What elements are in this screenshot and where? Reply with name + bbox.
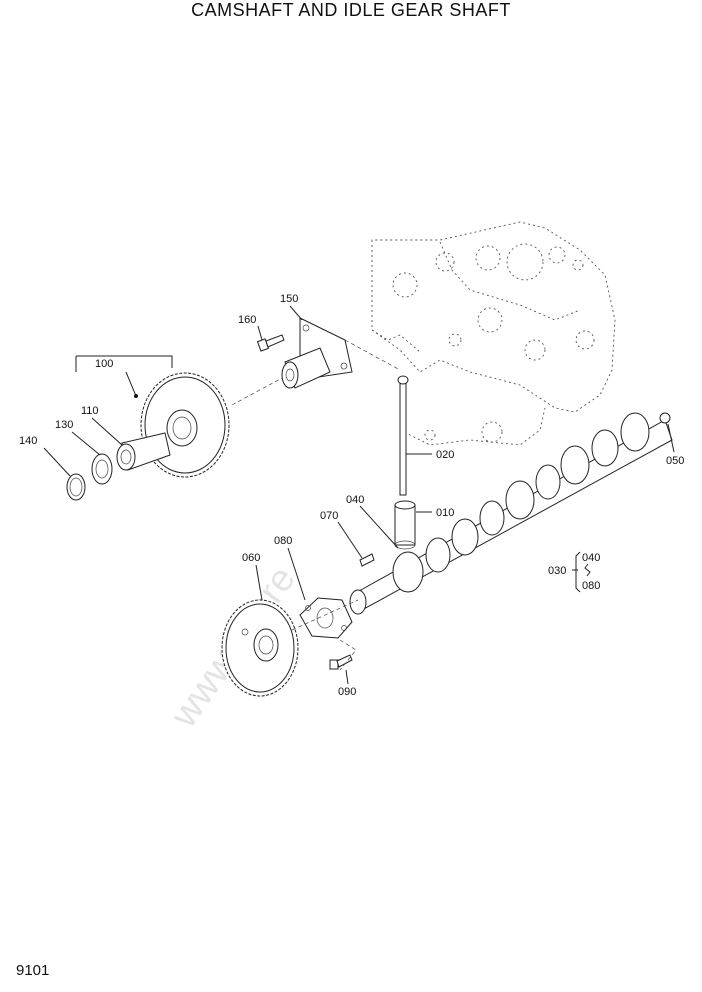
snap-ring-140 xyxy=(66,473,86,501)
page-number: 9101 xyxy=(16,962,50,979)
callout-050: 050 xyxy=(666,455,684,467)
engine-block-outline xyxy=(371,221,616,446)
callout-080: 080 xyxy=(274,535,292,547)
leader-lines xyxy=(43,305,675,685)
callout-110: 110 xyxy=(81,405,99,417)
callout-040: 040 xyxy=(346,494,364,506)
tappet-010 xyxy=(394,500,416,550)
callout-130: 130 xyxy=(55,419,73,431)
key-070 xyxy=(359,553,375,567)
callout-150: 150 xyxy=(280,293,298,305)
idle-gear-100 xyxy=(140,372,230,478)
callout-020: 020 xyxy=(436,449,454,461)
flange-shaft-150 xyxy=(281,317,353,389)
bushing-110 xyxy=(116,432,171,471)
callout-030-080: 080 xyxy=(582,580,600,592)
callout-060: 060 xyxy=(242,552,260,564)
washer-130 xyxy=(91,453,113,485)
plug-050 xyxy=(659,412,671,424)
push-rod-020 xyxy=(397,375,409,496)
callout-070: 070 xyxy=(320,510,338,522)
thrust-plate-080 xyxy=(299,597,353,639)
camshaft-030 xyxy=(349,412,673,615)
callout-030-040: 040 xyxy=(582,552,600,564)
bolt-160 xyxy=(256,334,285,352)
callout-100: 100 xyxy=(95,358,113,370)
page-title: CAMSHAFT AND IDLE GEAR SHAFT xyxy=(191,0,511,20)
cam-gear-060 xyxy=(221,599,299,697)
callout-030: 030 xyxy=(548,565,566,577)
callout-labels: 100 110 130 140 150 160 020 010 040 070 … xyxy=(19,293,684,698)
callout-140: 140 xyxy=(19,435,37,447)
callout-010: 010 xyxy=(436,507,454,519)
callout-160: 160 xyxy=(238,314,256,326)
callout-090: 090 xyxy=(338,686,356,698)
bolt-090 xyxy=(329,654,353,670)
